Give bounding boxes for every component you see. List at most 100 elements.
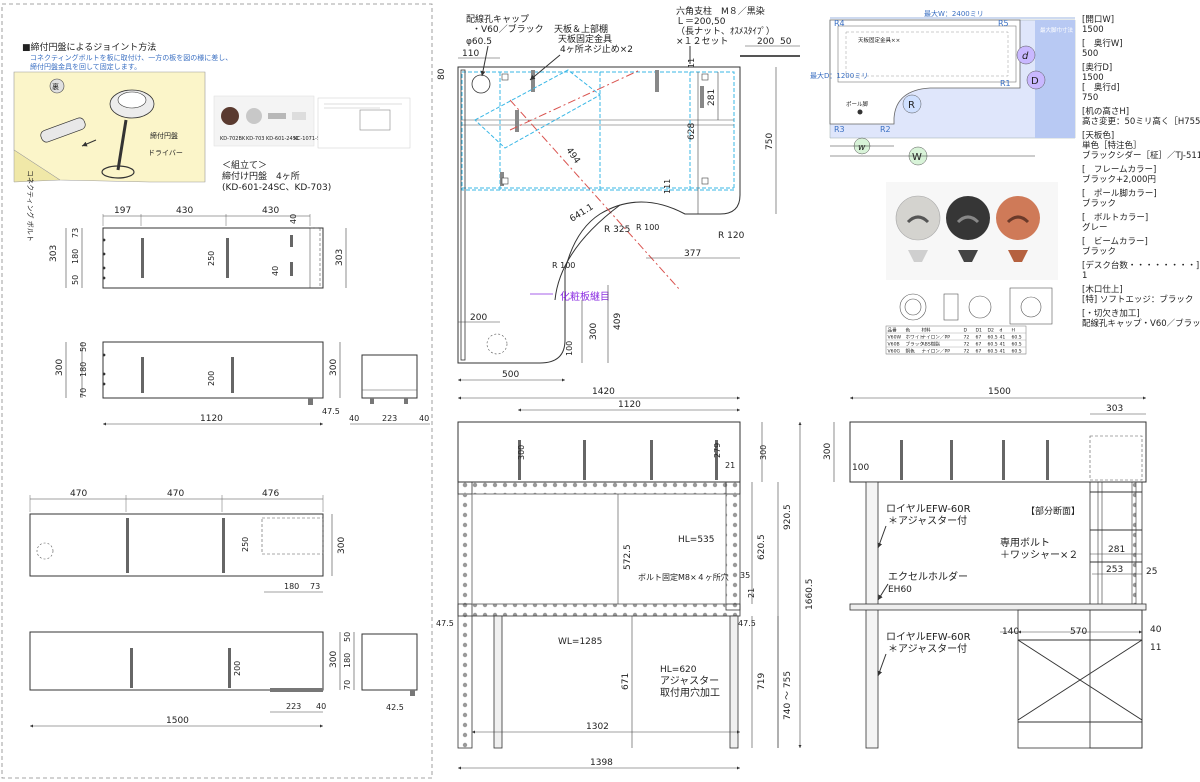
plan-grommet-1 [471, 74, 491, 94]
view-a-shelf-plan: 197 430 430 303 73 180 50 250 40 40 303 [49, 206, 347, 289]
view-d-dim-40: 40 [316, 702, 326, 711]
plan-dim-80: 80 [437, 68, 447, 80]
view-b-dim-300r: 300 [329, 359, 339, 376]
grommet-table-cell: 銅色 [906, 347, 916, 354]
key-diagram: 最大W：2400ミリ 最大D：1200ミリ 最大脚巾寸法 天板固定金具×× ポー… [810, 9, 1076, 166]
spec-line: ブラックシダー［柾］／TJ-511KQ [1082, 150, 1200, 161]
key-max-d: 最大D：1200ミリ [810, 71, 868, 80]
plan-dim-110: 110 [462, 49, 479, 59]
view-a-dim-250: 250 [207, 251, 216, 266]
spec-line: [木口仕上] [1082, 284, 1123, 295]
plan-dim-r100a: R 100 [636, 223, 659, 232]
front-dim-719: 719 [757, 673, 767, 690]
grommet-table-cell: 41 [1000, 334, 1006, 340]
grommet-table-cell: 72 [964, 341, 970, 347]
plan-dim-200b: 200 [470, 313, 487, 323]
front-bolt: ボルト固定M8×４ヶ所穴 [638, 572, 729, 582]
spec-line: 500 [1082, 49, 1098, 59]
side-dim-253: 253 [1106, 565, 1123, 575]
grommet-table-cell: 67 [976, 334, 982, 340]
plan-grommet-2 [486, 333, 508, 355]
view-b-dim-1120: 1120 [200, 414, 223, 424]
view-d-dim-223: 223 [286, 702, 301, 711]
spec-line: [ ビームカラー] [1082, 237, 1148, 247]
plan-callout-phi: φ60.5 [466, 37, 492, 47]
plan-callout-post-4: ×１２セット [676, 36, 729, 47]
grommet-table-header: D1 [976, 327, 983, 333]
plan-dim-r120: R 120 [718, 231, 745, 241]
front-dim-740-755: 740 ～ 755 [783, 671, 793, 720]
front-right-post [725, 481, 741, 611]
view-d-dim-42-5: 42.5 [386, 703, 404, 712]
front-hl2: HL=620 [660, 665, 697, 675]
driver-illustration [116, 119, 128, 171]
plan-dim-r325: R 325 [604, 225, 630, 235]
front-dim-279: 279 [713, 443, 722, 458]
part-code-2: KD-703 [246, 136, 264, 142]
view-b-dim-180: 180 [79, 362, 88, 377]
spec-line: 高さ変更：50ミリ高く［H755ミリ］ [1082, 116, 1200, 127]
key-max-ad: 最大脚巾寸法 [1040, 26, 1074, 34]
view-d-dim-180: 180 [343, 653, 352, 668]
side-dim-11: 11 [1150, 643, 1161, 653]
driver-label: ドライバー [148, 149, 183, 157]
front-dim-1120: 1120 [618, 400, 641, 410]
plan-dim-100: 100 [565, 341, 574, 356]
grommet-table-header: d [1000, 327, 1003, 333]
grommet-table-cell: V60G [888, 348, 901, 354]
view-a-dim-197: 197 [114, 206, 131, 216]
side-royal-4: ＊アジャスター付 [888, 642, 967, 655]
spec-line: 750 [1082, 93, 1098, 103]
key-corner-r4: R4 [834, 19, 845, 28]
side-upper-shelf [849, 421, 1147, 483]
grommet-table-header: D [964, 327, 968, 333]
grommet-table-header: 色 [906, 326, 911, 333]
side-dim-1500: 1500 [988, 387, 1011, 397]
plan-callout-post-1: 六角支柱 M８／黒染 [676, 5, 765, 17]
spec-line: ブラック [1082, 246, 1116, 257]
front-desk-top [457, 603, 741, 617]
spec-line: 単色［特注色］ [1082, 140, 1142, 151]
joint-method-desc-1: コネクティングボルトを板に取付け、一方の板を図の様に差し、 [30, 53, 232, 62]
plan-dim-300: 300 [589, 323, 599, 340]
view-b-dim-300: 300 [55, 359, 65, 376]
front-dim-21b: 21 [747, 588, 756, 598]
grommet-table-cell: 60.5 [1012, 348, 1022, 354]
spec-line: ブラック [1082, 198, 1116, 209]
view-c-dim-300: 300 [337, 537, 347, 554]
side-dim-100: 100 [852, 463, 869, 473]
front-dim-1398: 1398 [590, 758, 613, 768]
side-royal-3: ロイヤルEFW-60R [886, 632, 971, 643]
view-c-dim-250: 250 [241, 537, 250, 552]
view-b-dim-200: 200 [207, 371, 216, 386]
side-lower-frame [1017, 609, 1143, 749]
front-hl: HL=535 [678, 535, 715, 545]
side-bolt-1: 専用ボルト [1000, 537, 1050, 549]
front-dim-620-5: 620.5 [757, 534, 767, 560]
spec-line: [特] ソフトエッジ：ブラック [1082, 294, 1193, 305]
spec-line: [開口W] [1082, 15, 1114, 25]
key-max-w: 最大W：2400ミリ [924, 9, 984, 18]
view-c-dim-73: 73 [310, 582, 320, 591]
grommet-table-cell: 60.5 [988, 334, 998, 340]
plan-callout-post-3: （長ナット、ｵｽﾒｽﾀｲﾌﾟ） [676, 26, 775, 37]
plan-dim-377: 377 [684, 249, 701, 259]
joint-method-title: ■締付円盤によるジョイント方法 [22, 41, 156, 53]
side-dim-140: 140 [1002, 627, 1019, 637]
view-d-dim-50: 50 [343, 632, 352, 642]
view-a-dim-303: 303 [49, 245, 59, 262]
grommet-table-header: H [1012, 327, 1015, 333]
part-code-1: KD-702BK [220, 136, 246, 142]
spec-line: [ ポール脚カラー] [1082, 188, 1157, 199]
grommet-table-cell: V60W [888, 334, 902, 340]
front-dim-671: 671 [621, 673, 631, 690]
spec-line: 1500 [1082, 25, 1104, 35]
grommet-table-cell: ナイロン／PP [922, 348, 951, 354]
view-a-dim-50: 50 [71, 275, 80, 285]
plan-callout-post-2: Ｌ＝200,50 [676, 17, 726, 27]
plan-dim-50: 50 [780, 37, 792, 47]
plan-callout-top-2: 天板固定金具 [558, 33, 612, 45]
plan-view: 配線孔キャップ ・V60／ブラック φ60.5 天板＆上部棚 天板固定金具 4ヶ… [437, 5, 800, 382]
view-d-desk-front: 200 1500 223 40 50 180 300 70 42.5 [29, 631, 418, 728]
